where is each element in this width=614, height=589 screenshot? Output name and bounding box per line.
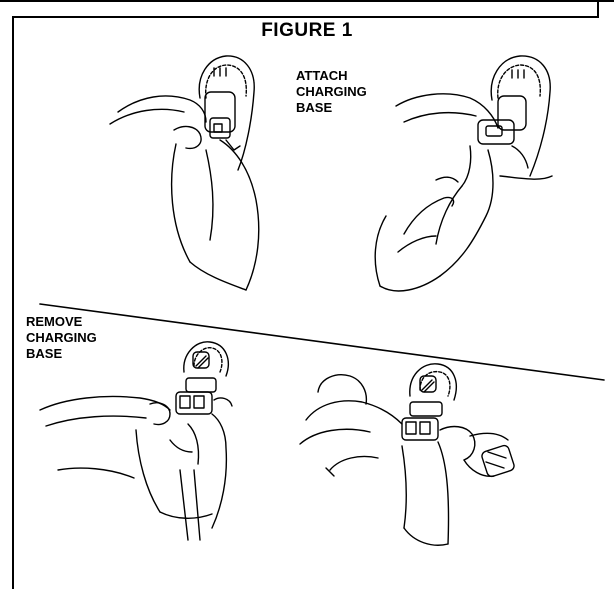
hands-holding-hearing-aid-icon	[110, 56, 259, 290]
hands-squeezing-charging-base-icon	[40, 342, 232, 540]
hand-removing-charging-base-icon	[300, 364, 515, 545]
section-divider-line	[40, 304, 604, 380]
hands-attaching-charging-base-icon	[375, 56, 552, 291]
